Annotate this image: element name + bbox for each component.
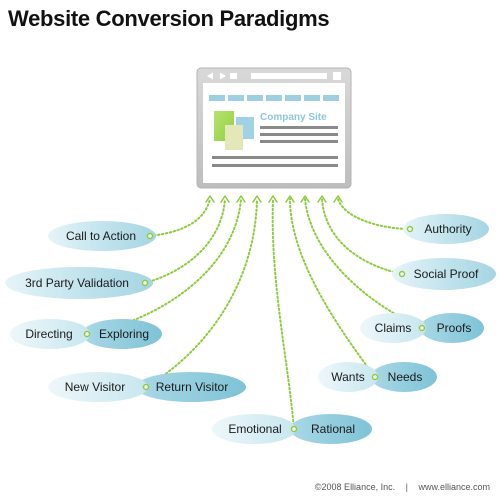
svg-text:3rd Party Validation: 3rd Party Validation xyxy=(25,276,129,290)
footer-separator: | xyxy=(405,482,408,492)
bubble-social-proof: Social Proof xyxy=(392,258,496,290)
svg-text:Proofs: Proofs xyxy=(437,321,472,335)
footer-copyright: ©2008 Elliance, Inc. xyxy=(314,482,396,492)
browser-window-illustration: Company Site xyxy=(196,67,352,189)
svg-text:Needs: Needs xyxy=(388,370,423,384)
svg-text:Exploring: Exploring xyxy=(99,327,149,341)
browser-refresh-icon xyxy=(230,73,237,79)
site-nav-bar xyxy=(209,95,339,101)
footer: ©2008 Elliance, Inc. | www.elliance.com xyxy=(0,482,490,492)
site-image-blocks xyxy=(214,111,254,150)
svg-text:Authority: Authority xyxy=(424,222,471,236)
svg-text:Call to Action: Call to Action xyxy=(66,229,136,243)
footer-url: www.elliance.com xyxy=(418,482,490,492)
bubble-pair-emotional-rational: Emotional Rational xyxy=(212,414,372,444)
bubble-pair-wants-needs: Wants Needs xyxy=(318,362,437,392)
bubble-3rd-party-validation: 3rd Party Validation xyxy=(5,267,153,299)
svg-text:Directing: Directing xyxy=(25,327,72,341)
svg-text:Emotional: Emotional xyxy=(228,422,281,436)
svg-text:Return Visitor: Return Visitor xyxy=(156,380,228,394)
browser-close-box xyxy=(333,72,341,80)
company-site-label: Company Site xyxy=(260,112,327,123)
svg-text:Rational: Rational xyxy=(311,422,355,436)
svg-text:Wants: Wants xyxy=(331,370,365,384)
browser-address-bar xyxy=(251,73,327,79)
bubble-call-to-action: Call to Action xyxy=(48,221,156,251)
browser-forward-icon xyxy=(220,72,226,80)
svg-text:Social Proof: Social Proof xyxy=(414,267,479,281)
connector-arrowheads xyxy=(205,195,343,203)
browser-back-icon xyxy=(207,72,213,80)
svg-text:Claims: Claims xyxy=(375,321,412,335)
bubble-pair-directing-exploring: Directing Exploring xyxy=(10,319,162,349)
bubble-pair-new-return-visitor: New Visitor Return Visitor xyxy=(48,372,246,402)
diagram-title: Website Conversion Paradigms xyxy=(8,6,330,31)
svg-text:New Visitor: New Visitor xyxy=(65,380,125,394)
bubble-pair-claims-proofs: Claims Proofs xyxy=(360,313,484,343)
site-text-lines xyxy=(212,126,338,167)
bubble-authority: Authority xyxy=(403,214,489,244)
